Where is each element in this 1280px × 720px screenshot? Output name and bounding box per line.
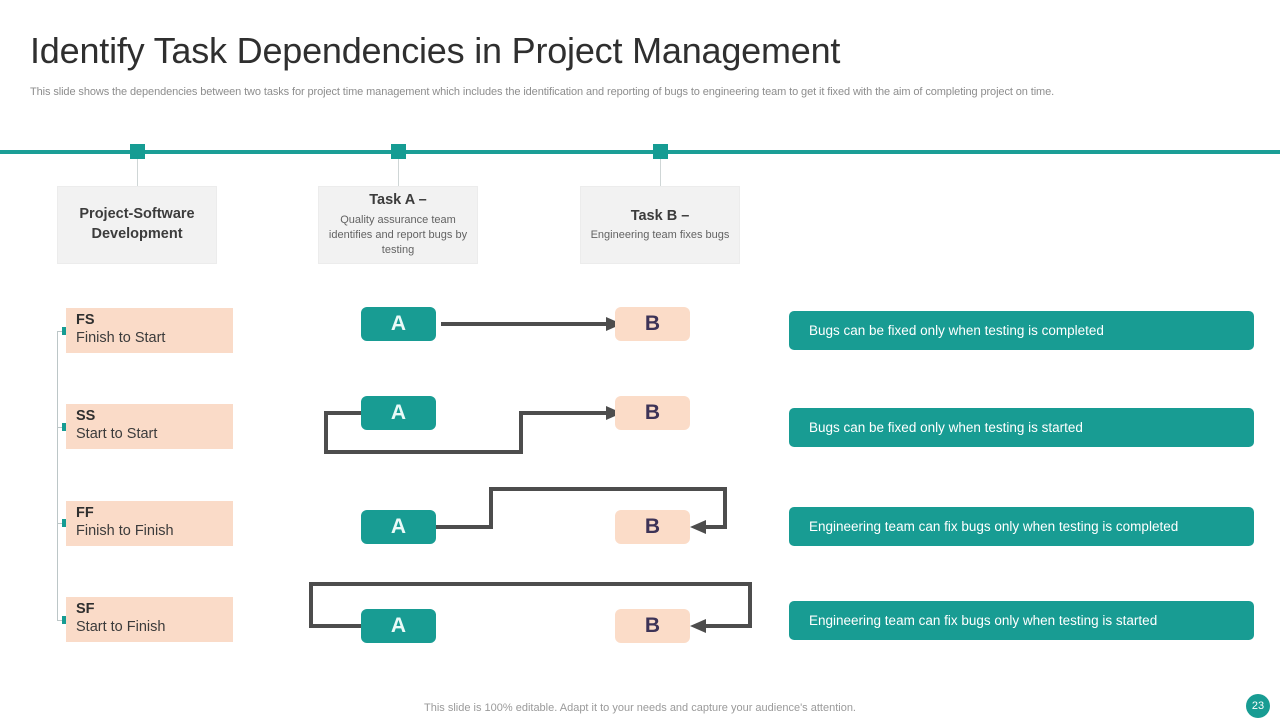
legend-code: SF [76, 601, 95, 617]
footer-note: This slide is 100% editable. Adapt it to… [424, 702, 856, 714]
page-title: Identify Task Dependencies in Project Ma… [30, 30, 841, 71]
rail-marker-1 [130, 144, 145, 159]
top-box-task-b[interactable]: Task B – Engineering team fixes bugs [580, 186, 740, 264]
legend-code: FS [76, 312, 95, 328]
node-b-ss[interactable]: B [615, 396, 690, 430]
legend-name: Start to Finish [76, 618, 166, 635]
page-subtitle: This slide shows the dependencies betwee… [30, 86, 1055, 98]
statement-ss[interactable]: Bugs can be fixed only when testing is s… [789, 408, 1254, 447]
node-b-ff[interactable]: B [615, 510, 690, 544]
legend-name: Finish to Finish [76, 522, 174, 539]
legend-item-sf[interactable]: SF Start to Finish [66, 597, 233, 642]
node-a-fs[interactable]: A [361, 307, 436, 341]
node-a-sf[interactable]: A [361, 609, 436, 643]
legend-tree-spine [57, 331, 58, 621]
legend-code: FF [76, 505, 94, 521]
divider-rail [0, 150, 1280, 154]
node-a-ff[interactable]: A [361, 510, 436, 544]
legend-item-fs[interactable]: FS Finish to Start [66, 308, 233, 353]
page-number-badge: 23 [1246, 694, 1270, 718]
statement-fs[interactable]: Bugs can be fixed only when testing is c… [789, 311, 1254, 350]
node-b-fs[interactable]: B [615, 307, 690, 341]
legend-name: Finish to Start [76, 329, 166, 346]
top-box-task-a[interactable]: Task A – Quality assurance team identifi… [318, 186, 478, 264]
arrowhead-sf [690, 619, 706, 633]
top-box-body: Engineering team fixes bugs [590, 229, 730, 242]
legend-name: Start to Start [76, 425, 158, 442]
legend-code: SS [76, 408, 96, 424]
top-box-project[interactable]: Project-Software Development [57, 186, 217, 264]
statement-ff[interactable]: Engineering team can fix bugs only when … [789, 507, 1254, 546]
top-box-heading: Task B – [630, 207, 690, 224]
statement-sf[interactable]: Engineering team can fix bugs only when … [789, 601, 1254, 640]
rail-stem-1 [137, 159, 138, 186]
top-box-body: Quality assurance team identifies and re… [328, 213, 468, 257]
arrowhead-ff [690, 520, 706, 534]
legend-item-ff[interactable]: FF Finish to Finish [66, 501, 233, 546]
rail-stem-2 [398, 159, 399, 186]
node-b-sf[interactable]: B [615, 609, 690, 643]
rail-marker-2 [391, 144, 406, 159]
rail-marker-3 [653, 144, 668, 159]
legend-item-ss[interactable]: SS Start to Start [66, 404, 233, 449]
top-box-heading-line2: Development [91, 226, 183, 242]
node-a-ss[interactable]: A [361, 396, 436, 430]
rail-stem-3 [660, 159, 661, 186]
top-box-heading: Project-Software [79, 206, 195, 223]
top-box-heading: Task A – [369, 192, 427, 209]
